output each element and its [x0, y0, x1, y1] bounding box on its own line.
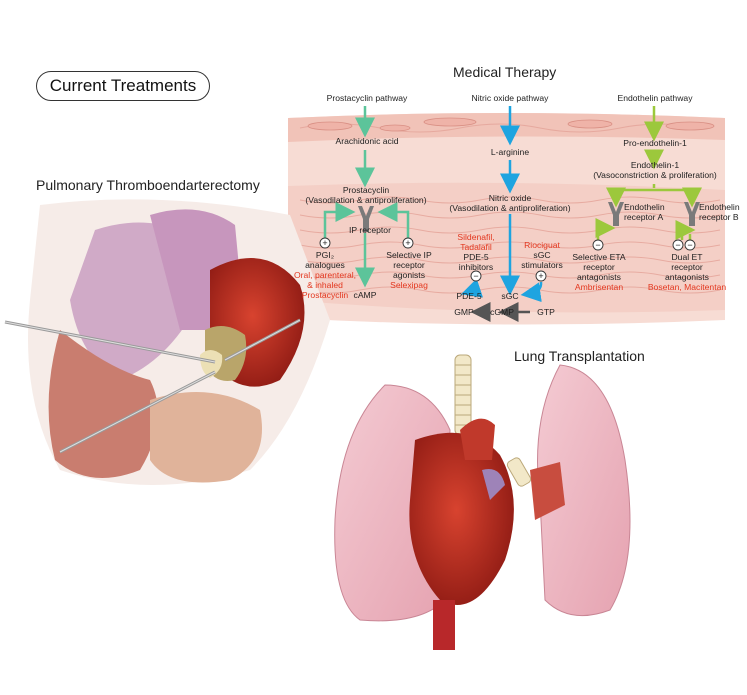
selective-eta-antagonists-label: Selective ETA receptor antagonists [572, 252, 626, 282]
camp-label: cAMP [353, 290, 377, 300]
bosetan-macitentan-label: Bosetan, Macitentan [647, 282, 727, 292]
lung-illustration [334, 354, 631, 650]
medical-therapy-title: Medical Therapy [453, 64, 557, 80]
lung-transplant-title: Lung Transplantation [514, 348, 645, 364]
gtp-label: GTP [537, 307, 555, 317]
prostacyclin-effect-label: (Vasodilation & antiproliferation) [305, 195, 427, 205]
ip-receptor-label: IP receptor [349, 225, 391, 235]
pro-endothelin-label: Pro-endothelin-1 [623, 138, 687, 148]
nitric-oxide-label: Nitric oxide [488, 193, 532, 203]
pde5-drug-examples: Sildenafil, Tadalafil [457, 232, 495, 252]
current-treatments-title: Current Treatments [36, 71, 210, 101]
endothelin-arrows [595, 106, 702, 240]
riociguat-label: Riociguat [524, 240, 560, 250]
ip-agonist-plus-sign: + [405, 238, 411, 248]
endothelin-receptor-a-label: Endothelin receptor A [624, 202, 665, 222]
dual-et-minus-sign-2: − [687, 240, 693, 250]
l-arginine-label: L-arginine [490, 147, 530, 157]
sgc-label: sGC [501, 291, 519, 301]
endothelin-receptor-a-icon [608, 202, 624, 226]
pde5-minus-sign: − [473, 271, 479, 281]
sgc-plus-sign: + [538, 271, 544, 281]
ambrisentan-label: Ambrisentan [574, 282, 624, 292]
prostacyclin-pathway-title: Prostacyclin pathway [326, 93, 408, 103]
endothelin-1-label: Endothelin-1 [630, 160, 680, 170]
dual-et-minus-sign-1: − [675, 240, 681, 250]
pde5-inhibitors-label: PDE-5 inhibitors [458, 252, 494, 272]
pte-title: Pulmonary Thromboendarterectomy [36, 177, 260, 193]
endothelin-effect-label: (Vasoconstriction & proliferation) [593, 170, 717, 180]
pde5-label: PDE-5 [456, 291, 482, 301]
nitric-oxide-pathway-title: Nitric oxide pathway [471, 93, 549, 103]
pte-illustration [4, 199, 330, 485]
pgi2-drug-examples: Oral, parenteral, & inhaled Prostacyclin [293, 270, 357, 300]
cgmp-label: cGMP [490, 307, 514, 317]
dual-et-antagonists-label: Dual ET receptor antagonists [665, 252, 709, 282]
prostacyclin-arrows [323, 106, 410, 288]
gmp-label: GMP [454, 307, 474, 317]
nitric-oxide-arrows [460, 106, 543, 303]
pgi2-analogues-label: PGI₂ analogues [305, 250, 345, 270]
pgi2-plus-sign: + [322, 238, 328, 248]
eta-minus-sign: − [595, 240, 601, 250]
prostacyclin-label: Prostacyclin [342, 185, 390, 195]
sign-circles [319, 237, 696, 282]
endothelin-pathway-title: Endothelin pathway [617, 93, 693, 103]
selexipag-label: Selexipag [390, 280, 428, 290]
sgc-stimulators-label: sGC stimulators [521, 250, 563, 270]
ip-receptor-icon [358, 206, 374, 232]
ip-agonists-label: Selective IP receptor agonists [386, 250, 432, 280]
nitric-oxide-effect-label: (Vasodilation & antiproliferation) [449, 203, 571, 213]
arachidonic-acid-label: Arachidonic acid [335, 136, 399, 146]
endothelin-receptor-b-icon [684, 202, 700, 226]
endothelin-receptor-b-label: Endothelin receptor B [699, 202, 740, 222]
